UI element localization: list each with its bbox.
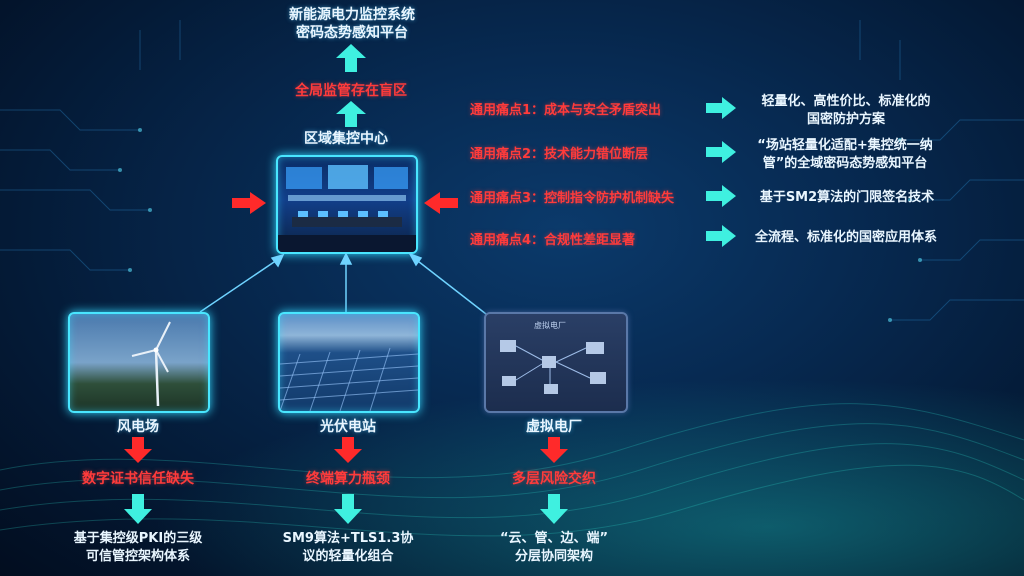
arrow-left-red-icon xyxy=(424,192,458,214)
arrow-up-icon xyxy=(336,44,366,72)
solution-vpp: “云、管、边、端” 分层协同架构 xyxy=(464,530,644,566)
pain-point-1-solution: 轻量化、高性价比、标准化的 国密防护方案 xyxy=(742,93,950,129)
problem-solar: 终端算力瓶颈 xyxy=(306,471,390,487)
solution-line: “场站轻量化适配+集控统一纳 xyxy=(757,138,933,153)
control-room-illustration xyxy=(278,165,416,252)
arrow-down-red-icon xyxy=(334,437,362,463)
pain-point-2-solution: “场站轻量化适配+集控统一纳 管”的全域密码态势感知平台 xyxy=(736,137,954,173)
arrow-down-icon xyxy=(334,494,362,524)
station-name-solar: 光伏电站 xyxy=(320,419,376,435)
arrow-down-red-icon xyxy=(124,437,152,463)
arrow-right-icon xyxy=(706,225,736,247)
control-center-image xyxy=(276,155,418,254)
solution-line: 管”的全域密码态势感知平台 xyxy=(762,156,928,171)
arrow-down-icon xyxy=(124,494,152,524)
platform-title-line2: 密码态势感知平台 xyxy=(296,25,408,41)
solution-line: SM9算法+TLS1.3协 xyxy=(282,531,414,546)
solution-line: 议的轻量化组合 xyxy=(302,549,394,564)
pain-point-1-label: 通用痛点1：成本与安全矛盾突出 xyxy=(470,103,662,118)
solution-line: 国密防护方案 xyxy=(806,112,885,127)
arrow-right-red-icon xyxy=(232,192,266,214)
platform-title: 新能源电力监控系统 密码态势感知平台 xyxy=(252,6,452,42)
station-name-wind: 风电场 xyxy=(117,419,159,435)
virtual-power-plant-image: 虚拟电厂 xyxy=(484,312,628,413)
problem-vpp: 多层风险交织 xyxy=(512,471,596,487)
pain-point-list: 通用痛点1：成本与安全矛盾突出 轻量化、高性价比、标准化的 国密防护方案 通用痛… xyxy=(470,93,1010,255)
solution-line: 分层协同架构 xyxy=(514,549,593,564)
arrow-right-icon xyxy=(706,141,736,163)
arrow-right-icon xyxy=(706,97,736,119)
vpp-diagram-title: 虚拟电厂 xyxy=(534,321,566,330)
center-label: 区域集控中心 xyxy=(304,131,388,147)
wind-farm-image xyxy=(68,312,210,413)
blind-spot-label: 全局监管存在盲区 xyxy=(295,83,407,99)
solution-solar: SM9算法+TLS1.3协 议的轻量化组合 xyxy=(258,530,438,566)
platform-title-line1: 新能源电力监控系统 xyxy=(289,7,415,23)
pain-point-3-label: 通用痛点3：控制指令防护机制缺失 xyxy=(470,191,675,206)
solution-line: 轻量化、高性价比、标准化的 xyxy=(761,94,931,109)
arrow-right-icon xyxy=(706,185,736,207)
solution-line: 基于集控级PKI的三级 xyxy=(73,531,203,546)
solution-line: “云、管、边、端” xyxy=(499,531,609,546)
station-name-vpp: 虚拟电厂 xyxy=(526,419,582,435)
solar-panel-icon xyxy=(280,347,418,411)
problem-wind: 数字证书信任缺失 xyxy=(82,471,194,487)
solution-wind: 基于集控级PKI的三级 可信管控架构体系 xyxy=(48,530,228,566)
pain-point-3-solution: 基于SM2算法的门限签名技术 xyxy=(759,190,935,205)
arrow-up-icon xyxy=(336,101,366,127)
solution-line: 可信管控架构体系 xyxy=(85,549,190,564)
network-diagram-icon xyxy=(500,340,606,394)
pain-point-4-solution: 全流程、标准化的国密应用体系 xyxy=(754,230,937,245)
pain-point-2-label: 通用痛点2：技术能力错位断层 xyxy=(470,147,649,162)
arrow-down-red-icon xyxy=(540,437,568,463)
pain-point-4-label: 通用痛点4：合规性差距显著 xyxy=(470,233,636,248)
solar-plant-image xyxy=(278,312,420,413)
arrow-down-icon xyxy=(540,494,568,524)
wind-turbine-icon xyxy=(131,321,171,407)
